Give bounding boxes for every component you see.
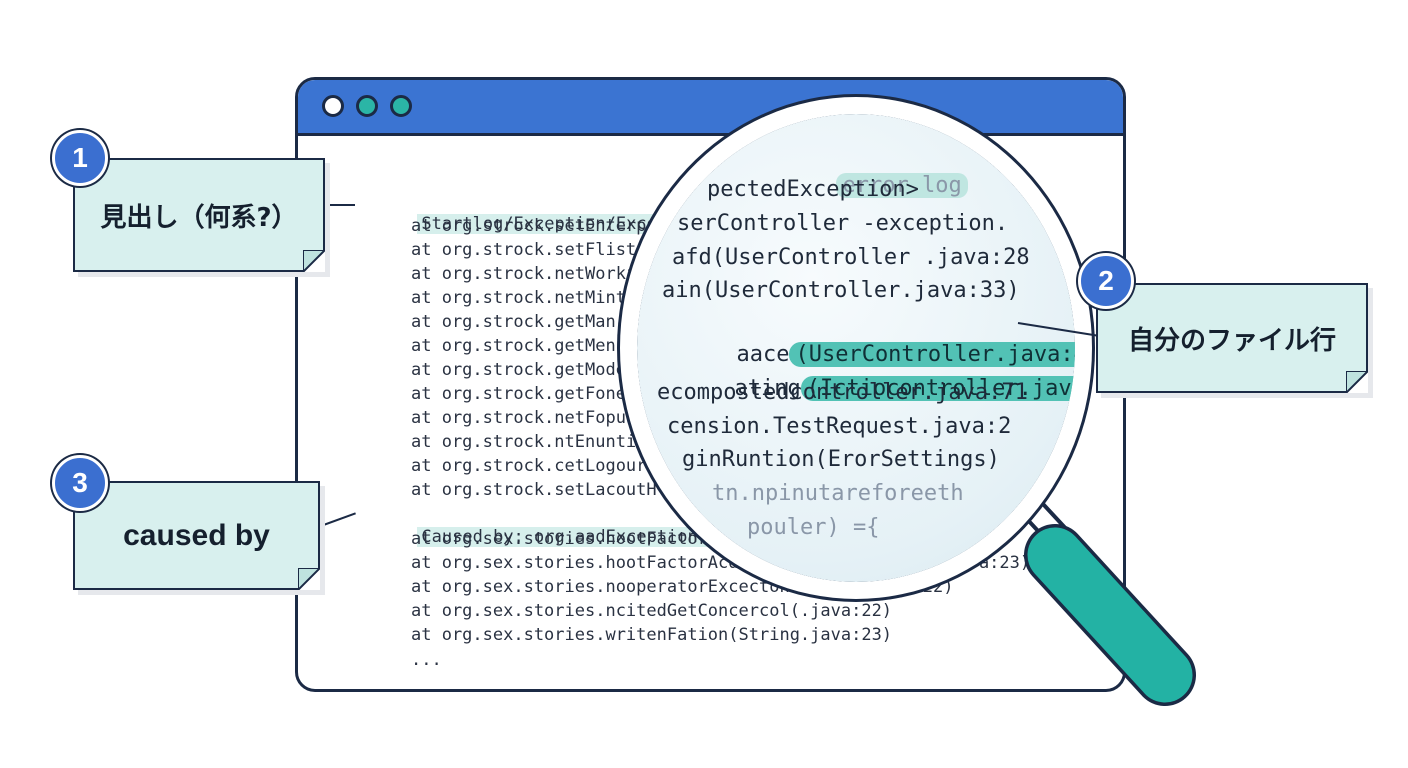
zoom-line: ginRuntion(ErorSettings) bbox=[682, 447, 1000, 472]
zoom-line: afd(UserController .java:28 bbox=[672, 245, 1030, 270]
callout-label: 見出し（何系?） bbox=[100, 202, 298, 233]
page-fold-icon bbox=[1346, 371, 1368, 393]
stack-line: at org.sex.stories.hootFactorAcde bbox=[411, 553, 749, 573]
zoom-highlight: error log bbox=[836, 173, 968, 198]
zoom-line-prefix: aace bbox=[736, 342, 790, 367]
zoom-line: ecompostedcontroller.java:71 bbox=[657, 380, 1028, 405]
zoom-line: ain(UserController.java:33) bbox=[662, 278, 1020, 303]
zoom-line-highlighted: aace(UserController.java:42) bbox=[657, 310, 1075, 400]
zoom-line: tn.npinutareforeeth bbox=[712, 481, 964, 506]
stack-line: at org.strock.getMenu bbox=[411, 336, 626, 356]
own-file-highlight: (UserController.java:42) bbox=[789, 342, 1075, 367]
stack-line: at org.sex.stories.writenFation(String.j… bbox=[411, 625, 893, 645]
window-dot-icon[interactable] bbox=[390, 95, 412, 117]
stack-line: at org.strock.getMode bbox=[411, 360, 626, 380]
stack-line: at org.strock.netMint bbox=[411, 288, 626, 308]
callout-note-heading: 見出し（何系?） bbox=[73, 158, 325, 272]
zoom-line: cension.TestRequest.java:2 bbox=[667, 414, 1012, 439]
callout-badge: 3 bbox=[52, 455, 108, 511]
stack-line: at org.strock.setFliste bbox=[411, 240, 647, 260]
stack-line: at org.strock.netFopu bbox=[411, 408, 626, 428]
zoom-line-prefix: ating bbox=[734, 376, 801, 401]
callout-badge: 2 bbox=[1078, 253, 1134, 309]
callout-label: 自分のファイル行 bbox=[1127, 325, 1336, 356]
magnifier-handle-icon bbox=[1005, 480, 1196, 706]
own-file-highlight: (Ictiocontroller.java:4 bbox=[800, 376, 1075, 401]
stack-line: at org.strock.getFone bbox=[411, 384, 626, 404]
connector-line bbox=[323, 204, 355, 206]
window-dot-icon[interactable] bbox=[322, 95, 344, 117]
window-dot-icon[interactable] bbox=[356, 95, 378, 117]
magnifier-lens: error log pectedException> serController… bbox=[620, 97, 1092, 599]
callout-label: caused by bbox=[123, 518, 270, 552]
zoom-line: error log bbox=[757, 141, 968, 231]
callout-badge: 1 bbox=[52, 130, 108, 186]
stack-line: at org.strock.ntEnunti bbox=[411, 432, 637, 452]
stack-line: at org.strock.cetLogour bbox=[411, 456, 647, 476]
stack-line: at org.strock.setEnterp bbox=[411, 216, 647, 236]
stack-line: at org.strock.getMan bbox=[411, 312, 616, 332]
page-fold-icon bbox=[303, 250, 325, 272]
zoom-line: pouler) ={ bbox=[747, 515, 880, 540]
callout-note-own-file: 自分のファイル行 bbox=[1096, 283, 1368, 393]
window-titlebar bbox=[298, 80, 1123, 136]
stack-line: at org.sex.stories.ncitedGetConcercol(.j… bbox=[411, 601, 893, 621]
stack-line: at org.strock.setLacoutH bbox=[411, 480, 657, 500]
zoom-line: pectedException> bbox=[707, 177, 919, 202]
callout-note-caused-by: caused by bbox=[73, 481, 320, 590]
page-fold-icon bbox=[298, 568, 320, 590]
zoom-line-highlighted: ating(Ictiocontroller.java:4 bbox=[655, 344, 1075, 434]
lens-glass: error log pectedException> serController… bbox=[637, 114, 1075, 582]
zoom-line: serController -exception. bbox=[677, 211, 1009, 236]
stack-line: at org.strock.netWorki bbox=[411, 264, 637, 284]
stack-ellipsis: ... bbox=[411, 650, 442, 670]
stack-line: at org.sex.stories.hootFactor bbox=[411, 529, 708, 549]
